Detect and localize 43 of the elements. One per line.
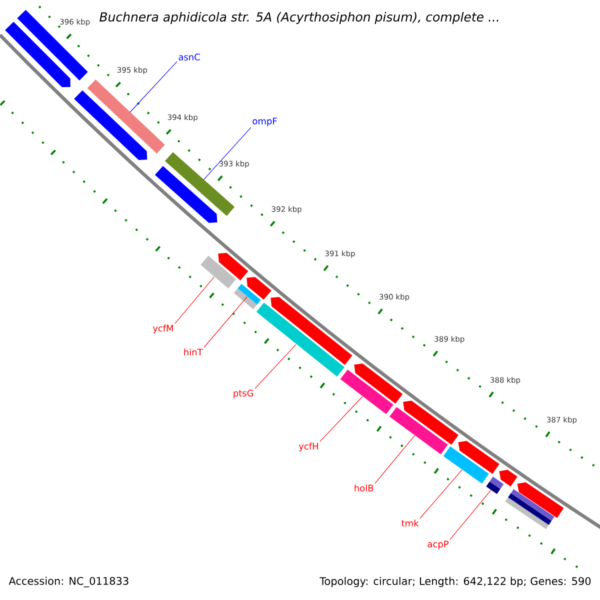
gene-arrow-shape (154, 166, 218, 223)
leader-line (174, 276, 215, 324)
gene-arrow-shape (499, 470, 518, 486)
gene-label: holB (354, 484, 374, 492)
gene-label: ptsG (234, 390, 254, 398)
gene-arrow-shape (74, 90, 148, 160)
gene-arrow-shape (270, 296, 352, 365)
leader-line (320, 396, 363, 442)
gene-arrow-shape (403, 400, 458, 445)
gene-arrow-shape (218, 252, 248, 280)
gene-arrow-shape (354, 364, 403, 404)
gene-label: ycfM (152, 324, 173, 334)
accession-text: Accession: NC_011833 (8, 576, 128, 588)
gene-arrow-shape (458, 440, 500, 474)
gene-bar (340, 370, 394, 414)
leader-line (374, 435, 415, 484)
gene-label: asnC (178, 54, 200, 60)
leader-line (204, 296, 248, 348)
gene-bar (200, 256, 236, 288)
leader-line (254, 344, 296, 389)
genome-summary-text: Topology: circular; Length: 642,122 bp; Genes: 590 (320, 576, 591, 588)
gene-label: ycfH (298, 442, 318, 452)
gene-label: ompF (252, 118, 277, 126)
gene-arrow-shape (246, 277, 272, 300)
gene-label: tmk (402, 520, 419, 526)
leader-line (420, 469, 462, 519)
gene-bar (17, 10, 88, 80)
gene-bar (256, 302, 344, 377)
leader-line (203, 127, 252, 180)
gene-label: hinT (184, 348, 203, 356)
gene-bar (389, 407, 448, 454)
gene-bar (510, 489, 554, 521)
gene-bar (234, 288, 258, 310)
gene-label: acpP (428, 540, 448, 550)
gene-bar (486, 476, 504, 494)
gene-bar (443, 446, 489, 484)
gene-arrow-shape (517, 482, 564, 518)
gene-bar (238, 284, 261, 305)
leader-line (130, 61, 178, 112)
leader-line (450, 490, 492, 540)
gene-bar (87, 79, 165, 154)
gene-bar (164, 152, 235, 216)
map-title: Buchnera aphidicola str. 5A (Acyrthosiphon pisum), complete ... (100, 12, 498, 24)
